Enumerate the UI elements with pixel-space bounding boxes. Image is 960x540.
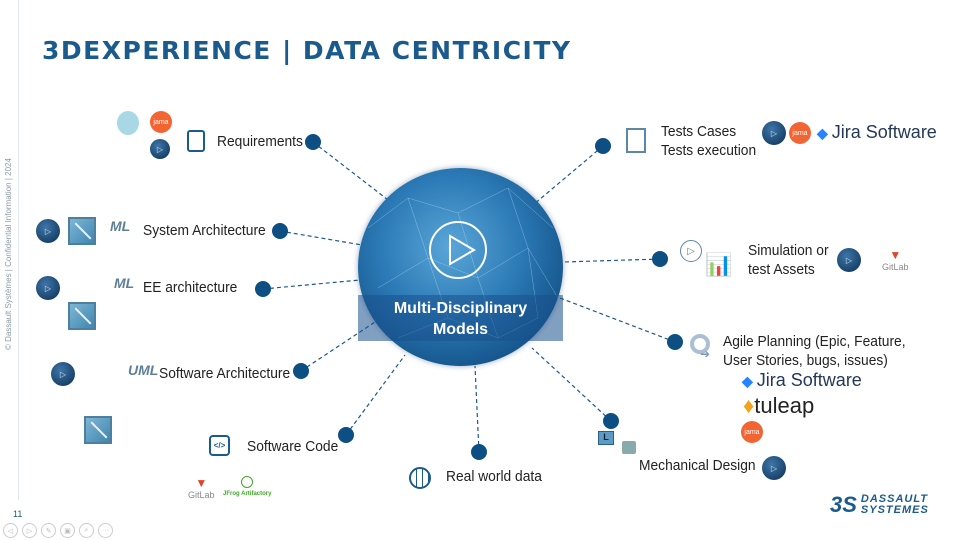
connector-simulation (562, 258, 661, 263)
dassault-line1: DASSAULT (860, 493, 928, 505)
agile-cycle-icon (690, 334, 710, 354)
modeling-tool-icon (68, 217, 96, 245)
node-dot-real-world[interactable] (471, 444, 487, 460)
label-mechanical-design: Mechanical Design (639, 457, 756, 474)
play-icon: ▷ (680, 240, 702, 262)
jfrog-text: JFrog Artifactory (223, 491, 272, 497)
dassault-line2: SYSTEMES (860, 504, 929, 516)
more-options-button[interactable]: ··· (98, 523, 113, 538)
code-icon: </> (209, 435, 230, 456)
jama-logo: jama (150, 111, 172, 133)
jira-text: Jira Software (831, 122, 937, 142)
jfrog-logo: JFrog Artifactory (223, 476, 271, 497)
connector-tests (532, 145, 604, 206)
jama-logo: jama (741, 421, 763, 443)
connector-ee (262, 279, 361, 290)
center-label-line2: Models (432, 321, 489, 338)
tuleap-logo: ♦tuleap (743, 393, 814, 419)
node-dot-mechanical[interactable] (603, 413, 619, 429)
3dexperience-compass-icon: ▷ (150, 139, 170, 159)
gitlab-fox-icon: ▼ (889, 248, 902, 262)
node-dot-software-arch[interactable] (293, 363, 309, 379)
node-dot-agile[interactable] (667, 334, 683, 350)
center-label-line1: Multi-Disciplinary (393, 300, 528, 317)
gitlab-text: GitLab (882, 262, 909, 272)
3dexperience-compass-icon: ▷ (36, 276, 60, 300)
slideshow-controls: ◁ ▷ ✎ ▣ ⌕ ··· (3, 523, 113, 538)
jira-software-logo: ◆Jira Software (742, 370, 862, 391)
tuleap-flame-icon: ♦ (743, 393, 755, 418)
label-real-world-data: Real world data (446, 468, 542, 485)
label-tests-line2: Tests execution (661, 142, 757, 159)
node-dot-requirements[interactable] (305, 134, 321, 150)
uml-icon: UML (128, 362, 159, 378)
node-dot-ee[interactable] (255, 281, 271, 297)
see-all-slides-button[interactable]: ▣ (60, 523, 75, 538)
sysml-icon: ML (114, 275, 135, 291)
tuleap-text: tuleap (754, 393, 815, 418)
jama-logo: jama (789, 122, 811, 144)
connector-agile (559, 297, 676, 343)
modeling-tool-icon (84, 416, 112, 444)
checklist-edit-icon (626, 128, 646, 153)
3dexperience-compass-icon: ▷ (762, 456, 786, 480)
3d-part-icon (622, 441, 636, 454)
label-simulation-line2: test Assets (748, 261, 815, 278)
center-label: Multi-Disciplinary Models (358, 295, 563, 341)
connector-requirements (312, 141, 393, 204)
next-slide-button[interactable]: ▷ (22, 523, 37, 538)
jira-text: Jira Software (756, 370, 862, 390)
label-simulation-line1: Simulation or (748, 242, 829, 259)
analytics-chart-icon: 📊 (705, 252, 733, 277)
label-software-code: Software Code (247, 438, 339, 455)
label-requirements: Requirements (217, 133, 303, 150)
gitlab-logo: ▼GitLab (188, 476, 215, 500)
sysml-icon: ML (110, 218, 131, 234)
gitlab-fox-icon: ▼ (195, 476, 208, 490)
node-dot-simulation[interactable] (652, 251, 668, 267)
connector-real-world (474, 365, 480, 453)
jfrog-icon (241, 476, 254, 488)
page-title: 3DEXPERIENCE | DATA CENTRICITY (42, 36, 572, 65)
3dexperience-compass-icon: ▷ (762, 121, 786, 145)
label-system-architecture: System Architecture (143, 222, 266, 239)
modeling-tool-icon (68, 302, 96, 330)
3dexperience-compass-icon: ▷ (36, 219, 60, 243)
zoom-button[interactable]: ⌕ (79, 523, 94, 538)
label-agile-line2: User Stories, bugs, issues) (723, 352, 888, 369)
label-ee-architecture: EE architecture (143, 279, 238, 296)
node-dot-system[interactable] (272, 223, 288, 239)
gitlab-logo: ▼GitLab (882, 248, 909, 272)
node-dot-tests[interactable] (595, 138, 611, 154)
previous-slide-button[interactable]: ◁ (3, 523, 18, 538)
document-edit-icon (187, 130, 205, 152)
logic-block-icon: L (598, 431, 614, 445)
label-agile-line1: Agile Planning (Epic, Feature, (723, 333, 906, 350)
jira-software-logo: ◆Jira Software (817, 122, 937, 143)
jira-diamond-icon: ◆ (742, 373, 753, 389)
margin-line (18, 0, 19, 500)
jira-diamond-icon: ◆ (817, 125, 828, 141)
node-dot-software-code[interactable] (338, 427, 354, 443)
connector-software-code (345, 354, 406, 436)
arrow-right-icon: ➔ (700, 347, 711, 361)
3dexperience-compass-icon: ▷ (51, 362, 75, 386)
label-tests-line1: Tests Cases (661, 123, 737, 140)
gitlab-text: GitLab (188, 490, 215, 500)
3ds-mark-icon: 3S (830, 492, 857, 517)
3dexperience-compass-icon: ▷ (837, 248, 861, 272)
slide-number: 11 (13, 509, 23, 519)
pen-tool-button[interactable]: ✎ (41, 523, 56, 538)
door-icon (117, 111, 139, 135)
connector-system (279, 230, 363, 246)
label-software-architecture: Software Architecture (159, 365, 291, 382)
connector-mechanical (531, 347, 612, 422)
globe-icon (409, 467, 431, 489)
